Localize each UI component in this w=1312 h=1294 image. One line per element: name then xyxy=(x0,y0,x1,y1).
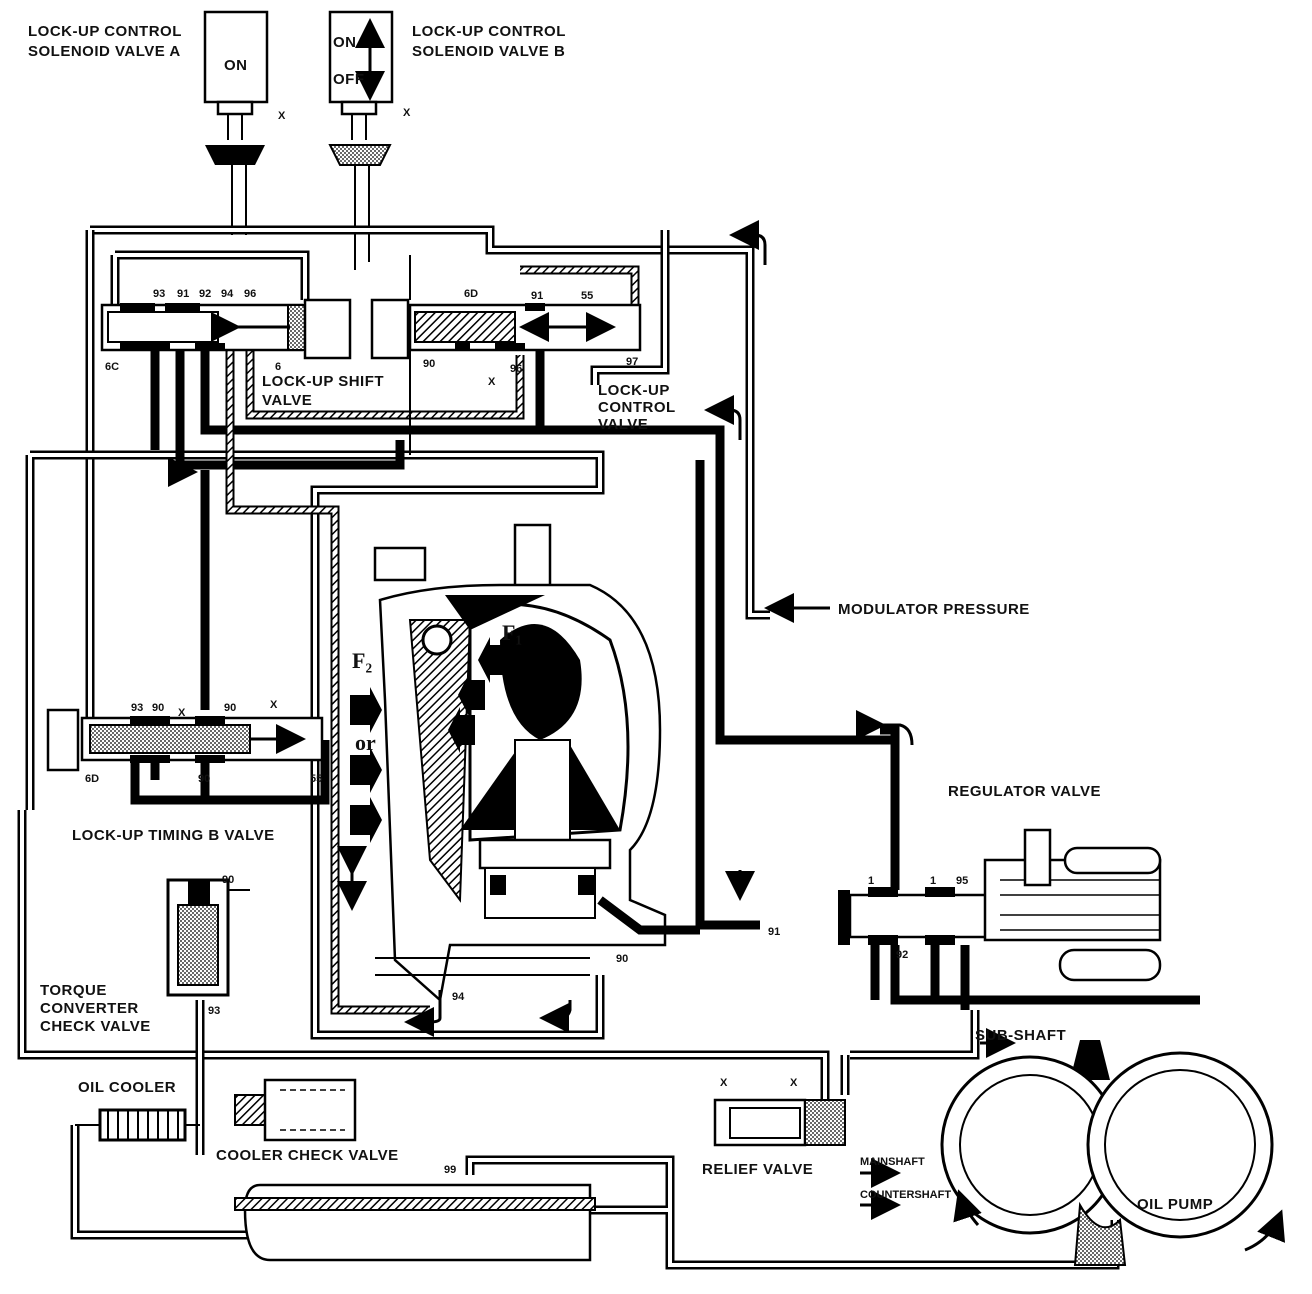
oil-pump xyxy=(940,1040,1274,1266)
lock-up-shift-valve xyxy=(100,298,410,360)
arrow-icon xyxy=(1244,1209,1286,1252)
force-2-label: F₂ xyxy=(352,648,372,673)
regulator-port-92: 92 xyxy=(896,949,908,961)
converter-port-91: 91 xyxy=(768,926,780,938)
converter-check-label-line2: CONVERTER xyxy=(40,1000,139,1017)
regulator-port-1b: 1 xyxy=(930,875,936,887)
converter-port-90: 90 xyxy=(616,953,628,965)
control-valve-label-line1: LOCK-UP xyxy=(598,382,670,399)
relief-port-x2: X xyxy=(790,1077,798,1089)
sub-shaft-label: SUB-SHAFT xyxy=(975,1027,1066,1044)
force-arrow-icon xyxy=(478,637,505,683)
torque-converter xyxy=(337,523,755,1003)
converter-check-label-line1: TORQUE xyxy=(40,982,107,999)
force-1-label: F₁ xyxy=(502,620,522,645)
timing-port-x2: X xyxy=(270,699,278,711)
port-91: 91 xyxy=(177,288,189,300)
cooler-check-valve-label: COOLER CHECK VALVE xyxy=(216,1147,399,1164)
arrow-icon xyxy=(729,220,767,265)
modulator-pressure-label: MODULATOR PRESSURE xyxy=(838,601,1030,618)
converter-port-94: 94 xyxy=(452,991,465,1003)
check-port-90: 90 xyxy=(222,874,234,886)
port-94: 94 xyxy=(221,288,234,300)
sump xyxy=(234,1183,596,1262)
flow-arrows xyxy=(167,220,1286,1252)
converter-check-label-line3: CHECK VALVE xyxy=(40,1018,151,1035)
timing-port-90b: 90 xyxy=(224,702,236,714)
oil-cooler-label: OIL COOLER xyxy=(78,1079,176,1096)
timing-port-55: 55 xyxy=(310,773,322,785)
solenoid-a-state: ON xyxy=(224,57,248,74)
force-arrow-icon xyxy=(458,672,485,718)
port-6: 6 xyxy=(275,361,281,373)
regulator-port-95: 95 xyxy=(956,875,968,887)
port-x-solenoid-b: X xyxy=(403,107,411,119)
control-valve-label-line3: VALVE xyxy=(598,416,648,433)
port-93: 93 xyxy=(153,288,165,300)
port-6c: 6C xyxy=(105,361,119,373)
countershaft-label: COUNTERSHAFT xyxy=(860,1189,951,1201)
solenoid-a-label-line2: SOLENOID VALVE A xyxy=(28,43,181,60)
force-arrow-icon xyxy=(448,707,475,753)
port-96-control: 96 xyxy=(510,363,522,375)
force-arrow-icon xyxy=(350,687,382,733)
shift-valve-label-line2: VALVE xyxy=(262,392,312,409)
arrow-icon xyxy=(539,1000,572,1033)
force-arrow-icon xyxy=(350,797,382,843)
port-92: 92 xyxy=(199,288,211,300)
timing-port-90a: 90 xyxy=(152,702,164,714)
solenoid-b-off: OFF xyxy=(333,71,365,88)
arrow-icon xyxy=(856,710,914,746)
labels: LOCK-UP CONTROL SOLENOID VALVE A LOCK-UP… xyxy=(28,23,1213,1213)
check-port-93: 93 xyxy=(208,1005,220,1017)
hydraulic-lines xyxy=(17,225,1200,1270)
port-97: 97 xyxy=(626,356,638,368)
arrow-icon xyxy=(704,395,742,440)
solenoid-b-on: ON xyxy=(333,34,357,51)
solenoid-valve-b xyxy=(328,10,394,270)
port-x-solenoid-a: X xyxy=(278,110,286,122)
port-x-control: X xyxy=(488,376,496,388)
solenoid-b-label-line2: SOLENOID VALVE B xyxy=(412,43,565,60)
timing-valve-label: LOCK-UP TIMING B VALVE xyxy=(72,827,275,844)
solenoid-a-label-line1: LOCK-UP CONTROL xyxy=(28,23,182,40)
mainshaft-label: MAINSHAFT xyxy=(860,1156,925,1168)
relief-port-x1: X xyxy=(720,1077,728,1089)
timing-port-x1: X xyxy=(178,707,186,719)
regulator-valve-label: REGULATOR VALVE xyxy=(948,783,1101,800)
lock-up-timing-b-valve xyxy=(46,708,324,772)
arrow-icon xyxy=(167,440,198,487)
shift-valve-label-line1: LOCK-UP SHIFT xyxy=(262,373,384,390)
control-valve-label-line2: CONTROL xyxy=(598,399,676,416)
oil-cooler xyxy=(98,1108,187,1142)
regulator-port-1a: 1 xyxy=(868,875,874,887)
port-55-control: 55 xyxy=(581,290,593,302)
force-arrow-icon xyxy=(350,747,382,793)
port-91-control: 91 xyxy=(531,290,543,302)
lock-up-control-valve xyxy=(408,303,642,352)
relief-valve xyxy=(713,1098,846,1147)
solenoid-valve-a xyxy=(203,10,269,235)
regulator-valve xyxy=(838,710,1162,982)
torque-converter-check-valve xyxy=(166,878,250,997)
timing-port-6d: 6D xyxy=(85,773,99,785)
port-96: 96 xyxy=(244,288,256,300)
solenoid-b-label-line1: LOCK-UP CONTROL xyxy=(412,23,566,40)
port-90-control: 90 xyxy=(423,358,435,370)
sump-port-99: 99 xyxy=(444,1164,456,1176)
port-6d-top: 6D xyxy=(464,288,478,300)
arrow-icon xyxy=(404,990,442,1037)
timing-port-93: 93 xyxy=(131,702,143,714)
relief-valve-label: RELIEF VALVE xyxy=(702,1161,813,1178)
cooler-check-valve xyxy=(234,1078,357,1142)
oil-pump-label: OIL PUMP xyxy=(1137,1196,1213,1213)
or-label: or xyxy=(355,730,376,755)
port-numbers: 93 91 92 94 96 6C 6 6D 91 55 90 X 96 97 … xyxy=(85,107,968,1176)
arrow-icon xyxy=(953,1189,982,1226)
timing-port-90c: 90 xyxy=(198,773,210,785)
